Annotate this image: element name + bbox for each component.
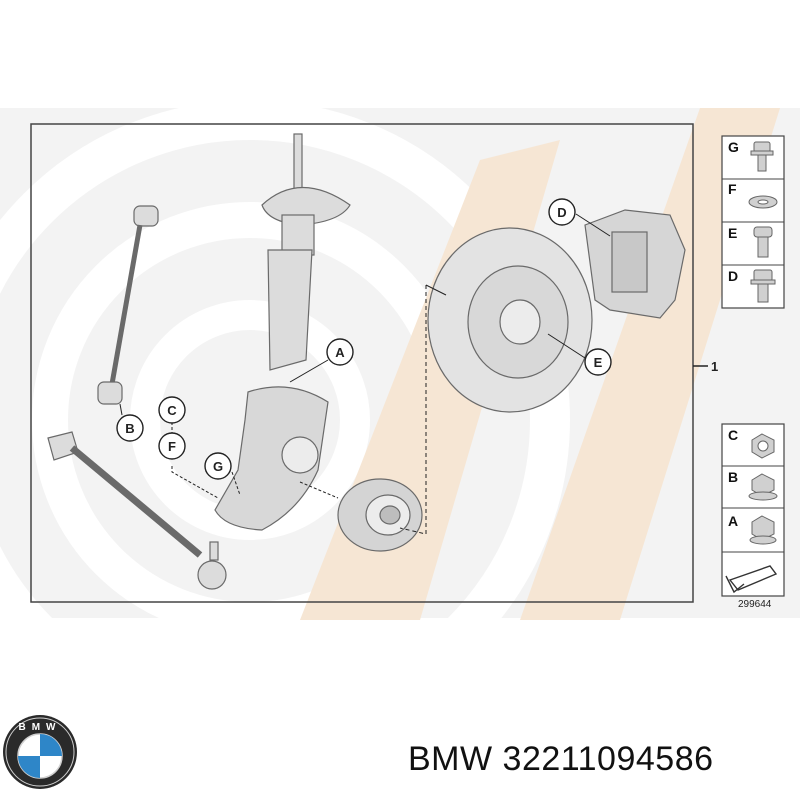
legend-item-e: E xyxy=(728,225,773,258)
legend-item-g: G xyxy=(728,139,774,172)
assembly-label: 1 xyxy=(711,359,718,374)
steering-knuckle xyxy=(214,386,329,531)
svg-text:G: G xyxy=(728,139,739,155)
legend-bottom-panel: C B A xyxy=(721,423,785,597)
callout-c: C xyxy=(158,396,186,424)
legend-item-f: F xyxy=(728,181,778,209)
brand-part-number-caption: BMW 32211094586 xyxy=(408,740,714,778)
bolt-hex-icon xyxy=(750,269,776,303)
svg-text:G: G xyxy=(213,459,223,474)
watermark-background xyxy=(0,100,800,740)
callout-d: D xyxy=(548,198,576,226)
legend-item-b: B xyxy=(728,469,778,501)
svg-text:F: F xyxy=(168,439,176,454)
diagram-frame xyxy=(30,123,694,603)
callout-a: A xyxy=(326,338,354,366)
lock-nut-icon xyxy=(749,515,777,545)
svg-text:C: C xyxy=(167,403,177,418)
callout-b: B xyxy=(116,414,144,442)
strut-shock-absorber xyxy=(261,133,351,371)
stabilizer-link xyxy=(97,205,159,405)
tie-rod xyxy=(47,431,227,590)
svg-text:D: D xyxy=(728,268,738,284)
bolt-flange-icon xyxy=(750,141,774,172)
bmw-logo: BMW xyxy=(3,715,77,789)
svg-text:E: E xyxy=(594,355,603,370)
svg-text:A: A xyxy=(728,513,738,529)
svg-text:E: E xyxy=(728,225,737,241)
callout-g: G xyxy=(204,452,232,480)
svg-text:BMW: BMW xyxy=(19,722,62,733)
svg-text:A: A xyxy=(335,345,345,360)
wheel-hub xyxy=(337,478,423,552)
callout-e: E xyxy=(584,348,612,376)
diagram-number: 299644 xyxy=(738,599,772,610)
washer-icon xyxy=(748,195,778,209)
legend-item-c: C xyxy=(728,427,775,459)
brake-disc xyxy=(427,227,593,413)
svg-text:B: B xyxy=(728,469,738,485)
direction-arrow-icon xyxy=(725,565,778,594)
legend-item-a: A xyxy=(728,513,777,545)
flange-nut-icon xyxy=(748,473,778,501)
screw-icon xyxy=(753,226,773,258)
legend-item-d: D xyxy=(728,268,776,303)
callout-f: F xyxy=(158,432,186,460)
svg-text:D: D xyxy=(557,205,566,220)
svg-text:B: B xyxy=(125,421,134,436)
legend-top-panel: G F E D xyxy=(721,135,785,309)
svg-text:F: F xyxy=(728,181,737,197)
svg-text:C: C xyxy=(728,427,738,443)
brake-caliper xyxy=(584,209,686,319)
hex-nut-icon xyxy=(751,433,775,459)
